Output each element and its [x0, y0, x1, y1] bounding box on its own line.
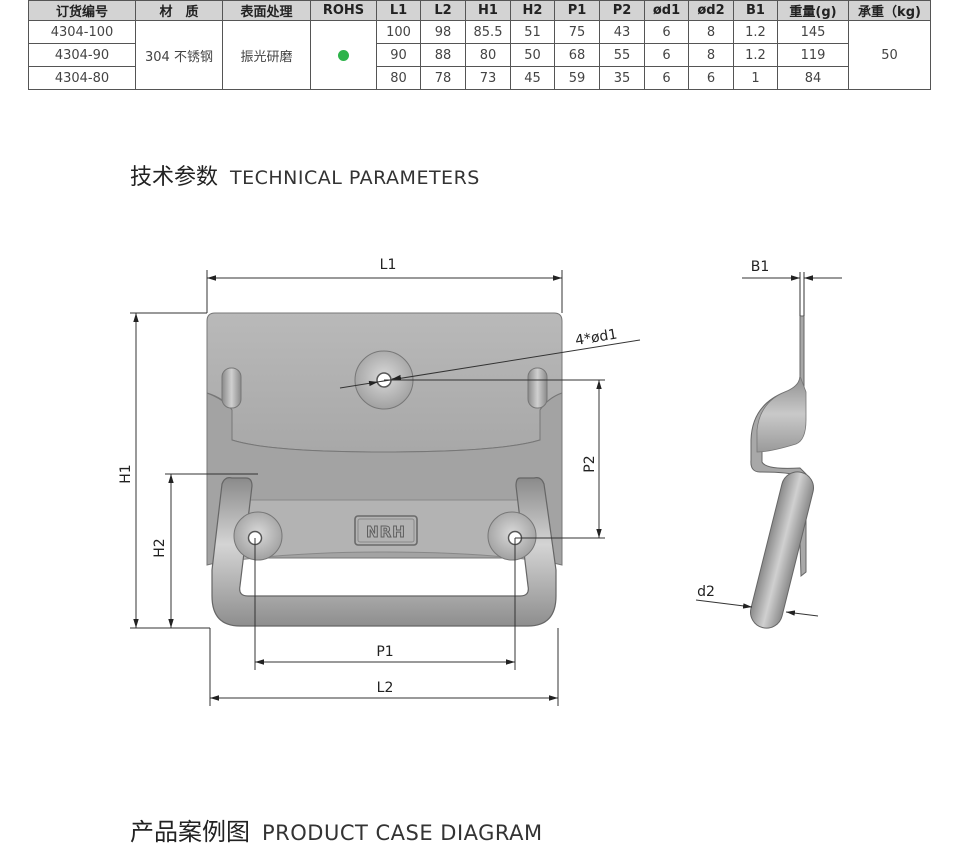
cell-dim: 68	[554, 43, 600, 67]
header-l1: L1	[376, 0, 421, 21]
header-h2: H2	[510, 0, 555, 21]
label-h2: H2	[152, 538, 168, 557]
cell-dim: 98	[420, 20, 466, 44]
side-view	[750, 315, 814, 629]
cell-dim: 100	[376, 20, 421, 44]
stop-post-left	[221, 367, 242, 409]
cell-dim: 6	[644, 66, 689, 90]
cell-material: 304 不锈钢	[135, 20, 223, 90]
label-p1: P1	[376, 644, 393, 660]
header-b1: B1	[733, 0, 778, 21]
header-rohs: ROHS	[310, 0, 377, 21]
nrh-logo: NRH	[354, 515, 418, 546]
cell-dim: 55	[599, 43, 645, 67]
label-b1: B1	[751, 259, 770, 275]
cell-code: 4304-100	[28, 20, 136, 44]
section-title-en: TECHNICAL PARAMETERS	[230, 167, 480, 189]
cell-dim: 90	[376, 43, 421, 67]
side-bend	[756, 375, 807, 453]
header-material: 材 质	[135, 0, 223, 21]
rohs-dot-icon	[338, 49, 349, 61]
cell-dim: 80	[465, 43, 511, 67]
cell-dim: 59	[554, 66, 600, 90]
handle-bar	[211, 477, 557, 627]
cell-dim: 6	[644, 20, 689, 44]
cell-dim: 85.5	[465, 20, 511, 44]
logo-text: NRH	[366, 523, 406, 541]
cell-dim: 73	[465, 66, 511, 90]
side-dimension-lines	[695, 272, 842, 617]
cell-dim: 35	[599, 66, 645, 90]
technical-parameters-title: 技术参数 TECHNICAL PARAMETERS	[130, 159, 480, 191]
label-p2: P2	[582, 455, 598, 472]
cell-dim: 1	[733, 66, 778, 90]
technical-drawing: NRH L1	[118, 257, 842, 706]
stop-post-right	[527, 367, 548, 409]
header-d2: ød2	[688, 0, 734, 21]
table-row: 4304-80 80 78 73 45 59 35 6 6 1 84	[28, 66, 931, 90]
cell-rohs	[310, 20, 377, 90]
label-d1: 4*ød1	[574, 327, 618, 349]
cell-dim: 78	[420, 66, 466, 90]
dim-d2	[695, 599, 753, 609]
header-d1: ød1	[644, 0, 689, 21]
leader-d1	[339, 339, 641, 389]
section-title-en: PRODUCT CASE DIAGRAM	[262, 821, 543, 845]
dimension-lines	[130, 270, 641, 706]
table-row: 4304-100 304 不锈钢 振光研磨 100 98 85.5 51 75 …	[28, 20, 931, 90]
spec-table: 订货编号 材 质 表面处理 ROHS L1 L2 H1 H2 P1 P2 ød1…	[28, 0, 931, 90]
label-l1: L1	[380, 257, 397, 273]
cell-load: 50	[848, 20, 931, 90]
header-code: 订货编号	[28, 0, 136, 21]
cell-dim: 8	[688, 43, 734, 67]
label-h1: H1	[118, 464, 134, 483]
label-d2: d2	[697, 584, 715, 600]
cell-dim: 1.2	[733, 43, 778, 67]
cell-dim: 1.2	[733, 20, 778, 44]
cell-dim: 51	[510, 20, 555, 44]
cell-dim: 80	[376, 66, 421, 90]
header-load: 承重（kg)	[848, 0, 931, 21]
header-p1: P1	[554, 0, 600, 21]
cell-code: 4304-90	[28, 43, 136, 67]
cell-weight: 145	[777, 20, 849, 44]
header-h1: H1	[465, 0, 511, 21]
cell-dim: 88	[420, 43, 466, 67]
header-l2: L2	[420, 0, 466, 21]
header-p2: P2	[599, 0, 645, 21]
cell-weight: 119	[777, 43, 849, 67]
cell-dim: 8	[688, 20, 734, 44]
cell-code: 4304-80	[28, 66, 136, 90]
cell-surface: 振光研磨	[222, 20, 311, 90]
section-title-cn: 产品案例图	[130, 818, 250, 846]
header-surface: 表面处理	[222, 0, 311, 21]
cell-dim: 6	[688, 66, 734, 90]
cell-dim: 45	[510, 66, 555, 90]
cell-dim: 6	[644, 43, 689, 67]
cell-dim: 43	[599, 20, 645, 44]
table-row: 4304-90 90 88 80 50 68 55 6 8 1.2 119	[28, 43, 931, 67]
cell-weight: 84	[777, 66, 849, 90]
side-handle-rod	[750, 471, 814, 629]
product-case-title: 产品案例图 PRODUCT CASE DIAGRAM	[130, 812, 543, 847]
front-view: NRH	[206, 312, 563, 627]
header-weight: 重量(g)	[777, 0, 849, 21]
table-header-row: 订货编号 材 质 表面处理 ROHS L1 L2 H1 H2 P1 P2 ød1…	[28, 0, 931, 21]
cell-dim: 50	[510, 43, 555, 67]
section-title-cn: 技术参数	[130, 165, 219, 190]
label-l2: L2	[377, 680, 394, 696]
cell-dim: 75	[554, 20, 600, 44]
